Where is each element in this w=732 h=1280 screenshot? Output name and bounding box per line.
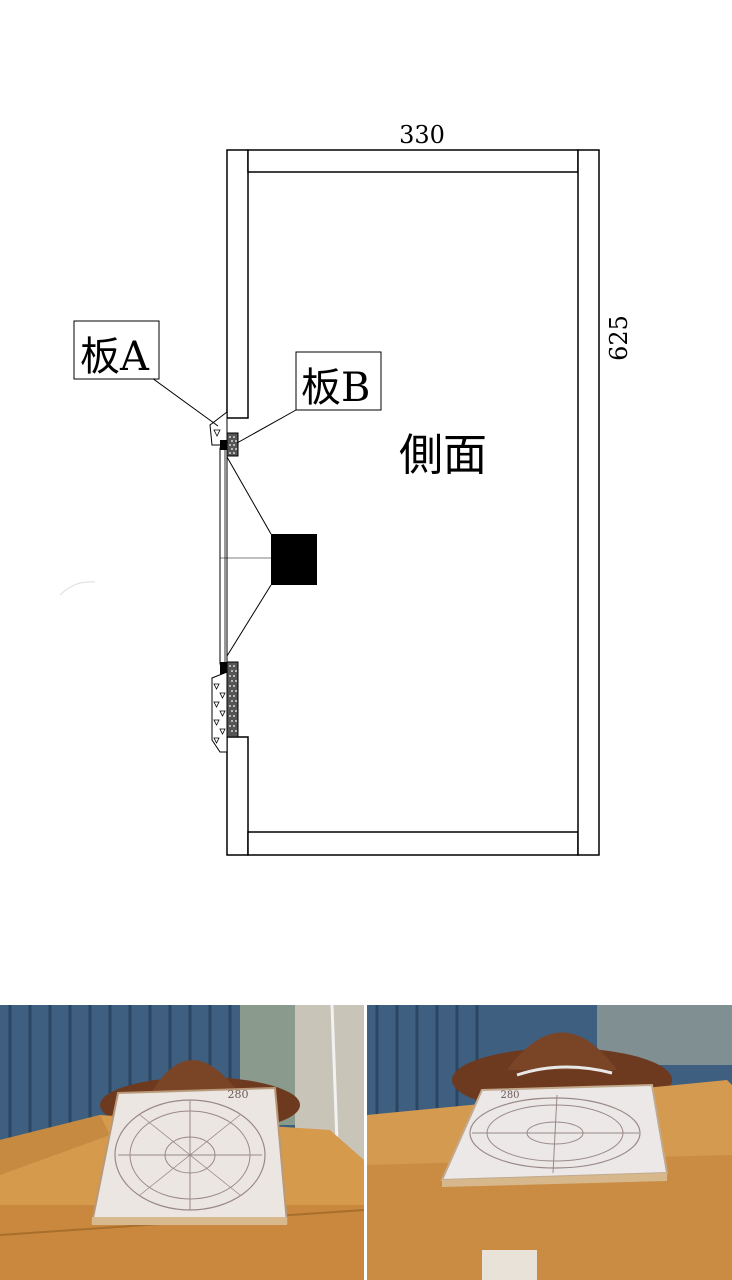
speaker-driver — [271, 534, 317, 585]
label-board-b: 板B — [301, 365, 370, 411]
bottom-panel — [247, 831, 579, 856]
photo-left-board-marking: 280 — [228, 1088, 249, 1101]
board-b-lower-dots — [229, 665, 237, 732]
cabinet-side-view-diagram: 板A 板B 330 625 側面 — [59, 121, 633, 856]
speaker-cone-upper — [226, 456, 272, 535]
photo-board-front-view: 280 — [0, 1005, 364, 1280]
label-box-board-a — [73, 320, 160, 380]
right-panel — [577, 149, 600, 856]
photo-right-board-marking: 280 — [500, 1090, 519, 1101]
board-b-upper-dots — [229, 436, 237, 454]
board-b-upper-black — [220, 440, 227, 450]
top-panel — [247, 149, 579, 173]
front-baffle — [219, 447, 228, 665]
stray-mark — [59, 581, 96, 596]
left-panel-lower — [226, 736, 249, 856]
leader-board-b — [236, 409, 297, 444]
board-b-lower — [226, 661, 239, 738]
label-box-board-b — [295, 351, 382, 411]
label-side-view: 側面 — [399, 430, 487, 481]
dimension-height: 625 — [605, 315, 633, 361]
board-a-lower-triangles — [213, 683, 226, 744]
dimension-width: 330 — [399, 121, 445, 149]
board-b-lower-black — [220, 662, 227, 674]
label-board-a: 板A — [80, 334, 150, 380]
board-b-upper — [226, 432, 239, 457]
leader-board-a — [151, 377, 219, 427]
photo-board-angled-view: 280 — [367, 1005, 732, 1280]
left-panel-upper — [226, 149, 249, 419]
speaker-cone-lower — [226, 584, 272, 657]
board-a-triangle-mark — [213, 429, 221, 437]
